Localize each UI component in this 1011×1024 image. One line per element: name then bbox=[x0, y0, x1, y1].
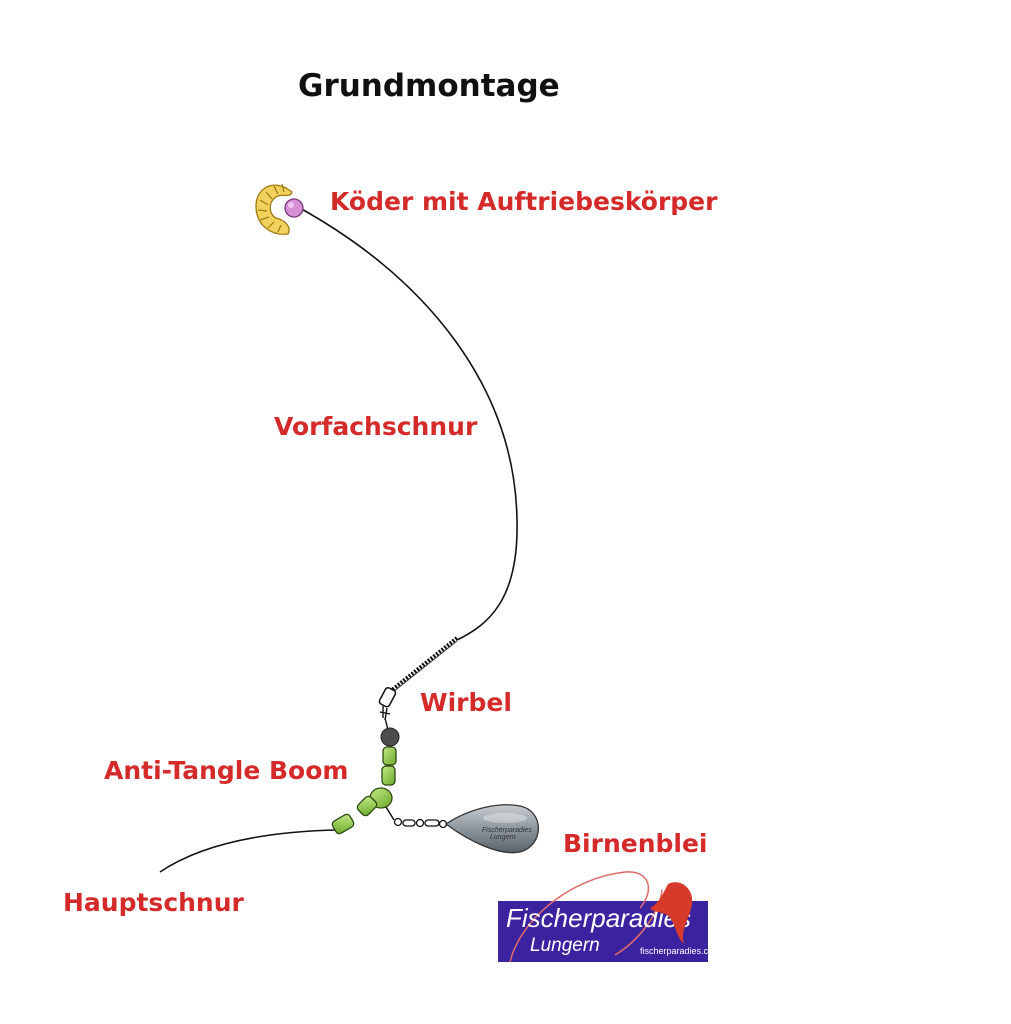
anti-tangle-boom-icon bbox=[331, 746, 397, 835]
label-swivel: Wirbel bbox=[420, 688, 512, 717]
brand-logo: Fischerparadies Lungern fischerparadies.… bbox=[498, 871, 713, 963]
label-sinker: Birnenblei bbox=[563, 829, 708, 858]
float-bead-icon bbox=[284, 198, 304, 218]
label-leader: Vorfachschnur bbox=[274, 412, 478, 441]
maggot-bait-icon bbox=[255, 183, 293, 235]
label-mainline: Hauptschnur bbox=[63, 888, 244, 917]
snap-link-icon bbox=[393, 817, 448, 829]
lead-imprint: Fischerparadies bbox=[482, 827, 532, 834]
leader-line bbox=[297, 206, 518, 641]
swivel-icon bbox=[378, 687, 397, 721]
logo-url: fischerparadies.ch bbox=[640, 946, 713, 956]
pear-lead-icon: Fischerparadies Lungern bbox=[444, 804, 540, 854]
braided-section bbox=[390, 636, 459, 692]
label-boom: Anti-Tangle Boom bbox=[104, 756, 349, 785]
stop-bead-icon bbox=[380, 727, 400, 747]
logo-place: Lungern bbox=[530, 935, 600, 956]
label-bait: Köder mit Auftriebeskörper bbox=[330, 187, 718, 216]
main-line bbox=[159, 829, 336, 873]
fish-logo-icon bbox=[650, 882, 693, 944]
lead-imprint-place: Lungern bbox=[490, 834, 516, 841]
diagram-title: Grundmontage bbox=[298, 68, 560, 104]
